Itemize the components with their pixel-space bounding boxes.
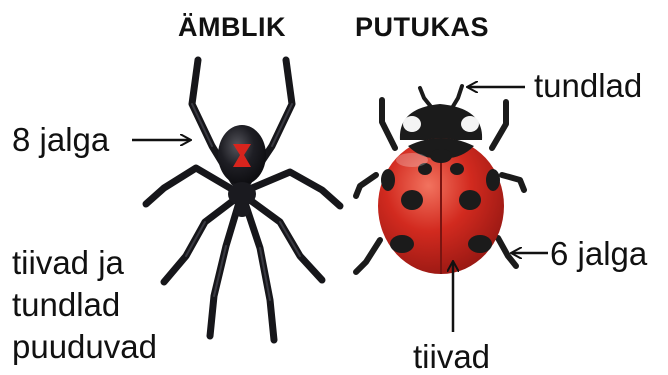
label-spider-legs: 8 jalga bbox=[12, 123, 109, 156]
ladybug-head-spot-left bbox=[403, 116, 421, 132]
spider-head bbox=[234, 203, 250, 217]
ladybug-shine bbox=[396, 153, 428, 167]
label-ladybug-antennae: tundlad bbox=[534, 69, 642, 102]
label-spider-no-wings-line-3: puuduvad bbox=[12, 326, 157, 368]
label-ladybug-legs: 6 jalga bbox=[550, 237, 647, 270]
label-spider-no-wings: tiivad ja tundlad puuduvad bbox=[12, 242, 157, 368]
spider-cephalothorax bbox=[228, 182, 256, 206]
label-spider-no-wings-line-1: tiivad ja bbox=[12, 242, 157, 284]
ladybug-head-spot-right bbox=[461, 116, 479, 132]
label-ladybug-wings: tiivad bbox=[413, 340, 490, 373]
label-spider-no-wings-line-2: tundlad bbox=[12, 284, 157, 326]
